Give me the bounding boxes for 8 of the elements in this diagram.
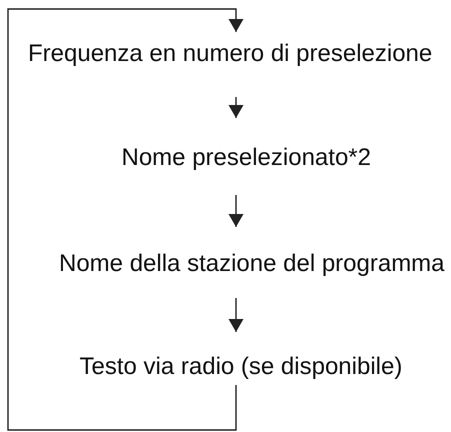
arrow — [228, 97, 244, 118]
arrow — [228, 195, 244, 227]
step-text: Testo via radio (se disponibile) — [80, 353, 402, 381]
step-text: Nome preselezionato*2 — [122, 144, 371, 172]
step-text: Frequenza en numero di preselezione — [28, 40, 432, 68]
step-text: Nome della stazione del programma — [59, 250, 445, 278]
arrow — [228, 298, 244, 332]
loop-arrow — [7, 8, 244, 431]
